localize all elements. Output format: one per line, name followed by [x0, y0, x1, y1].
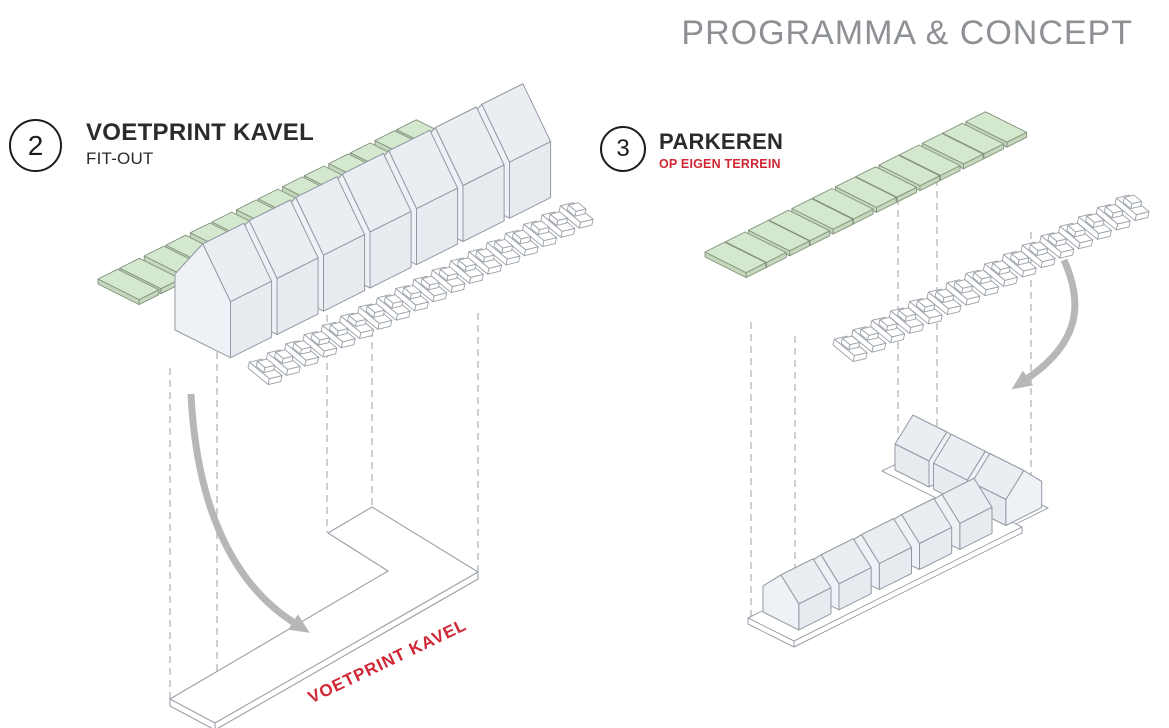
car-icon — [926, 288, 962, 315]
car-icon — [339, 312, 375, 339]
step-2-number: 2 — [27, 129, 44, 161]
green-tile-icon — [834, 176, 897, 213]
scene-voetprint-kavel — [97, 83, 594, 728]
car-icon — [1076, 213, 1112, 240]
house-icon — [174, 222, 273, 359]
car-row — [247, 202, 594, 385]
step-3-subtitle: OP EIGEN TERREIN — [659, 157, 781, 171]
car-icon — [1095, 203, 1131, 231]
car-icon — [412, 275, 448, 303]
footprint-plate — [169, 506, 479, 728]
car-icon — [522, 220, 558, 247]
house-row — [762, 477, 993, 631]
step-2-badge: 2 — [9, 119, 62, 172]
car-icon — [870, 316, 906, 344]
step-2-labels: VOETPRINT KAVEL FIT-OUT — [86, 119, 314, 169]
car-icon — [1039, 232, 1075, 259]
page-title: PROGRAMMA & CONCEPT — [681, 14, 1133, 52]
car-icon — [320, 321, 356, 349]
house-icon — [762, 558, 832, 631]
house-row — [174, 83, 552, 359]
car-icon — [485, 238, 521, 266]
car-icon — [393, 284, 429, 312]
car-icon — [1058, 222, 1094, 250]
car-icon — [375, 294, 411, 321]
car-icon — [540, 211, 576, 238]
step-3-number: 3 — [616, 135, 630, 162]
curved-arrow-icon — [1011, 258, 1079, 390]
step-2-title: VOETPRINT KAVEL — [86, 119, 315, 146]
car-row — [832, 194, 1150, 362]
car-icon — [265, 349, 301, 376]
car-icon — [945, 279, 981, 306]
car-icon — [982, 260, 1018, 287]
green-tile-row — [704, 111, 1028, 279]
car-icon — [430, 266, 466, 293]
car-icon — [302, 330, 338, 358]
car-icon — [247, 358, 283, 385]
step-3-labels: PARKEREN OP EIGEN TERREIN — [659, 129, 783, 171]
car-icon — [832, 335, 868, 362]
step-2-subtitle: FIT-OUT — [86, 149, 154, 168]
car-icon — [448, 257, 484, 284]
car-icon — [907, 297, 943, 325]
car-icon — [964, 269, 1000, 297]
car-icon — [357, 303, 393, 330]
car-icon — [1020, 241, 1056, 268]
green-tile-icon — [97, 268, 160, 306]
curved-arrow-icon — [187, 393, 310, 633]
car-icon — [1114, 194, 1150, 221]
car-icon — [888, 307, 924, 334]
car-icon — [558, 202, 594, 229]
car-icon — [284, 340, 320, 367]
scene-parkeren — [704, 111, 1150, 648]
green-tile-icon — [704, 241, 767, 279]
car-icon — [1001, 250, 1037, 278]
car-icon — [851, 326, 887, 353]
car-icon — [503, 229, 539, 257]
step-3-badge: 3 — [600, 126, 646, 172]
step-3-title: PARKEREN — [659, 129, 784, 154]
car-icon — [467, 248, 503, 275]
